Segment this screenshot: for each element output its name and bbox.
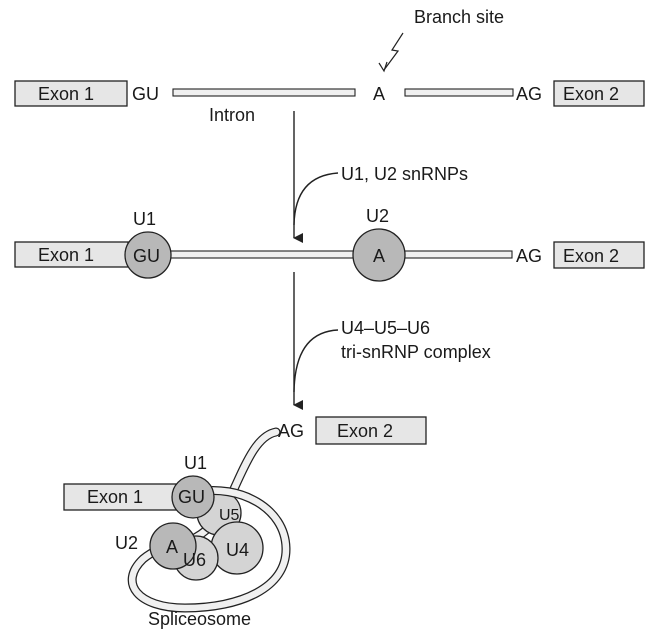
u1-label: U1: [184, 453, 207, 473]
intron-right: [405, 89, 513, 96]
exon1-label: Exon 1: [87, 487, 143, 507]
branch-site-label: Branch site: [414, 7, 504, 27]
u1-label: U1: [133, 209, 156, 229]
gu-label: GU: [178, 487, 205, 507]
u5-label: U5: [219, 507, 240, 524]
exon1-label: Exon 1: [38, 245, 94, 265]
step1-label: U1, U2 snRNPs: [341, 164, 468, 184]
u6-label: U6: [183, 550, 206, 570]
spliceosome-label: Spliceosome: [148, 609, 251, 629]
ag-label: AG: [516, 84, 542, 104]
exon2-label: Exon 2: [563, 84, 619, 104]
branch-site-pointer: [384, 33, 403, 70]
step1-arrow-branch: [294, 173, 338, 225]
intron-left: [173, 89, 355, 96]
ag-label: AG: [278, 421, 304, 441]
a-label: A: [166, 537, 178, 557]
branch-site-pointer-head: [379, 62, 387, 71]
step2-label-line2: tri-snRNP complex: [341, 342, 491, 362]
step2-label-line1: U4–U5–U6: [341, 318, 430, 338]
gu-label: GU: [133, 246, 160, 266]
a-label: A: [373, 84, 385, 104]
gu-label: GU: [132, 84, 159, 104]
ag-label: AG: [516, 246, 542, 266]
snrnp-bound-mrna: Exon 1 GU U1 A U2 AG Exon 2: [15, 206, 644, 281]
exon1-label: Exon 1: [38, 84, 94, 104]
a-label: A: [373, 246, 385, 266]
u2-label: U2: [115, 533, 138, 553]
u2-label: U2: [366, 206, 389, 226]
pre-mrna: Branch site Exon 1 GU A AG Exon 2 Intron: [15, 7, 644, 125]
intron-label: Intron: [209, 105, 255, 125]
exon2-label: Exon 2: [337, 421, 393, 441]
u4-label: U4: [226, 540, 249, 560]
intron-left: [170, 251, 354, 258]
step2-arrow-branch: [294, 330, 338, 392]
spliceosome-assembly: Exon 2 AG Exon 1 GU A U5 U4 U6 U1 U2 Spl…: [64, 417, 426, 629]
intron-right: [404, 251, 512, 258]
exon2-label: Exon 2: [563, 246, 619, 266]
step2-arrow: U4–U5–U6 tri-snRNP complex: [294, 272, 491, 405]
